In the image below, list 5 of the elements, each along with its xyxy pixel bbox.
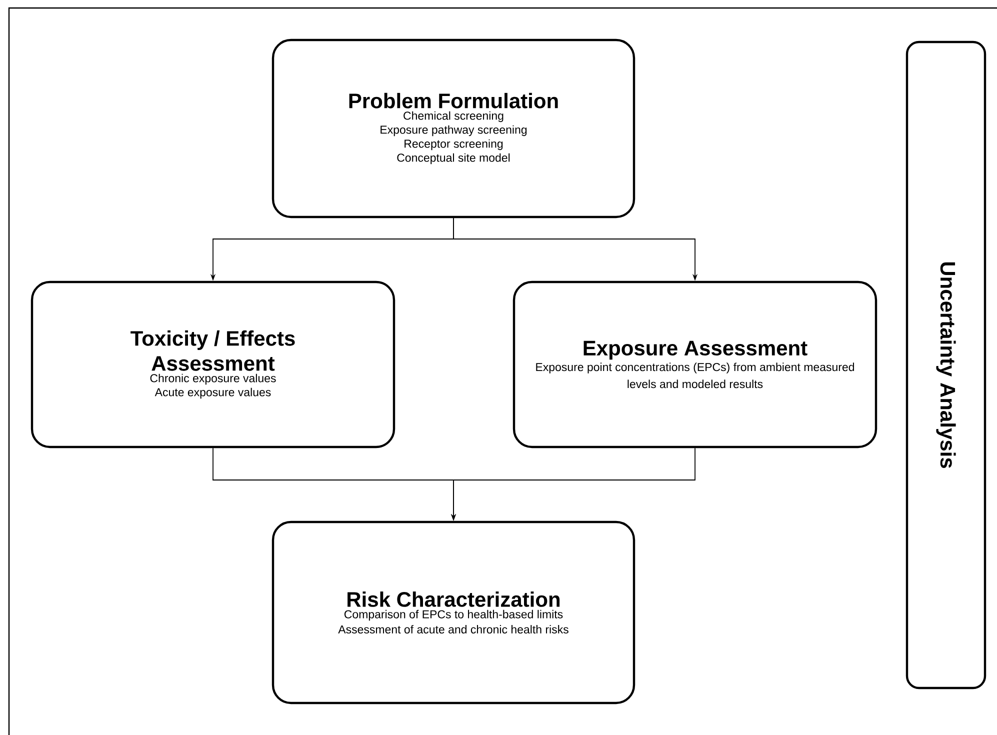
- process-box: Toxicity / Effects Assessment Chronic exposure values Acute exposure values: [30, 280, 396, 448]
- process-box: Risk Characterization Comparison of EPCs to health-based limits Assessment of acute and chronic health risks: [272, 520, 636, 704]
- process-box: Exposure Assessment Exposure point concentrations (EPCs) from ambient measured levels and modeled results: [512, 280, 878, 448]
- side-panel: Uncertainty Analysis: [906, 40, 986, 690]
- process-box: Problem Formulation Chemical screening Exposure pathway screening Receptor screening Conceptual site model: [272, 38, 636, 218]
